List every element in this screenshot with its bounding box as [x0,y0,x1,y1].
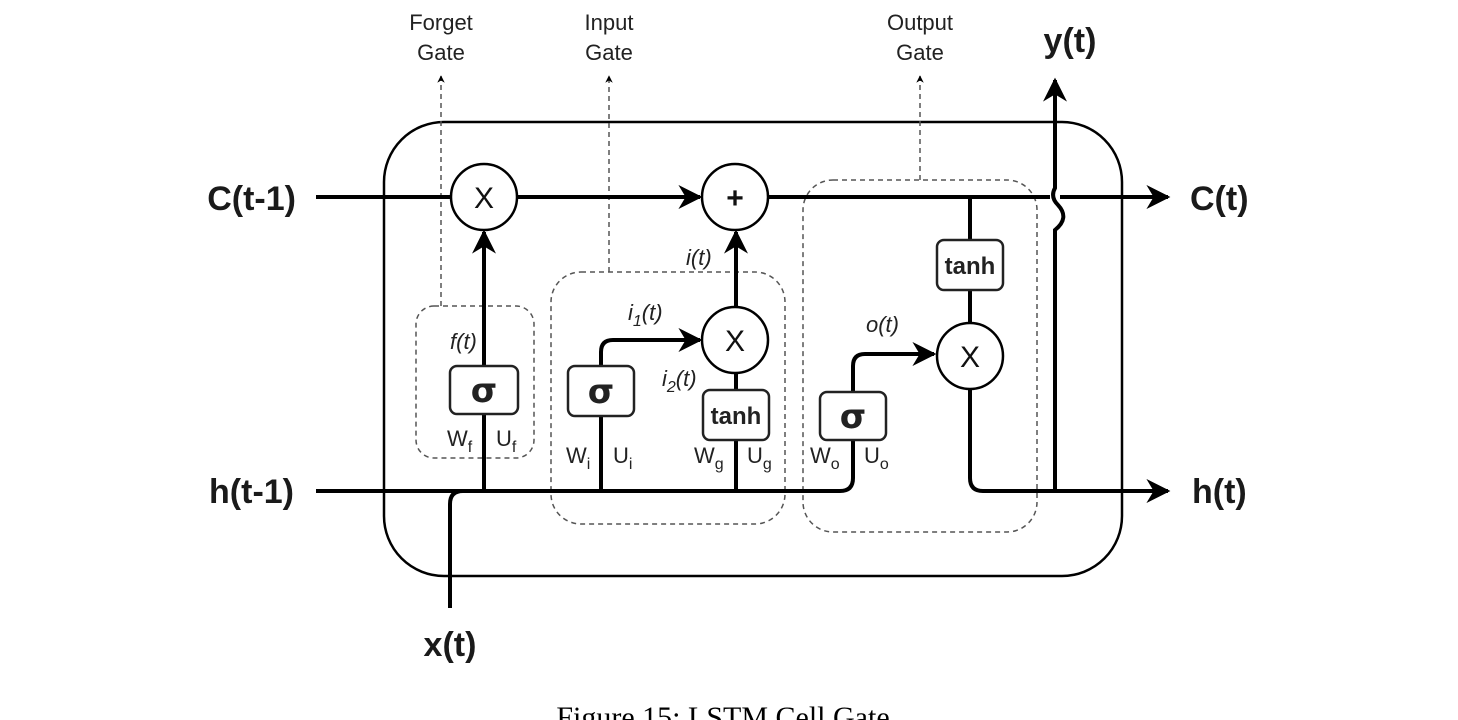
figure-caption: Figure 15: LSTM Cell Gate [556,701,889,720]
output-gate-region [802,179,1038,533]
output-sigmoid-box: σ [818,390,888,442]
y-output-line [1043,77,1067,491]
i1-signal-line [599,328,703,366]
input-multiply-node: X [700,305,770,375]
i-signal-label: i(t) [686,245,712,270]
svg-text:X: X [474,182,494,215]
svg-text:σ: σ [840,397,866,437]
output-gate-label-line1: Output [887,10,953,35]
candidate-tanh-box: tanh [701,388,771,442]
svg-text:X: X [960,341,980,374]
candidate-w-label: Wg [694,443,724,473]
f-signal-label: f(t) [450,329,477,354]
forget-gate-label-line1: Forget [409,10,473,35]
add-node: + [700,162,770,232]
forget-sigmoid-box: σ [448,364,520,416]
forget-gate-label-line2: Gate [417,40,465,65]
svg-text:+: + [726,182,744,215]
output-w-label: Wo [810,443,840,473]
c-prev-label: C(t-1) [207,180,296,218]
hidden-out-line [968,390,1171,503]
h-out-label: h(t) [1192,473,1247,511]
i1-signal-label: i1(t) [628,300,663,330]
forget-gate-region [415,305,535,459]
svg-text:σ: σ [471,371,497,411]
input-sigmoid-box: σ [566,364,636,418]
hidden-state-line [316,440,855,493]
candidate-u-label: Ug [747,443,772,473]
h-prev-label: h(t-1) [209,473,294,511]
svg-text:X: X [725,325,745,358]
svg-text:tanh: tanh [945,253,996,280]
forget-u-label: Uf [496,426,517,456]
input-w-label: Wi [566,443,590,473]
svg-text:tanh: tanh [711,403,762,430]
cell-boundary [382,120,1124,578]
output-gate-label-line2: Gate [896,40,944,65]
o-signal-line [851,342,937,392]
input-u-label: Ui [613,443,632,473]
input-gate-label-line2: Gate [585,40,633,65]
forget-multiply-node: X [449,162,519,232]
i2-signal-label: i2(t) [662,366,697,396]
cell-tanh-box: tanh [935,238,1005,292]
svg-text:σ: σ [588,372,614,412]
input-gate-region [550,271,786,525]
x-input-line [448,489,464,608]
forget-w-label: Wf [447,426,473,456]
x-input-label: x(t) [424,626,477,664]
input-gate-label-line1: Input [585,10,634,35]
output-u-label: Uo [864,443,889,473]
output-multiply-node: X [935,321,1005,391]
o-signal-label: o(t) [866,312,899,337]
y-out-label: y(t) [1044,22,1097,60]
c-out-label: C(t) [1190,180,1249,218]
